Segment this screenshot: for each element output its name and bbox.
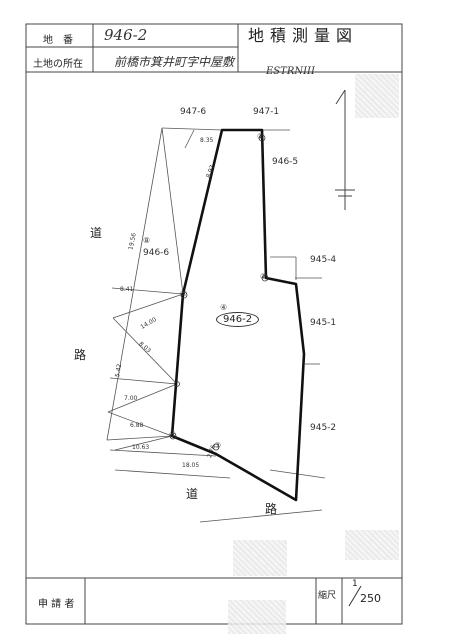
lot-number-label: 地 番 bbox=[43, 35, 73, 46]
vertex-label: ③ bbox=[214, 441, 222, 450]
seal-stamp bbox=[355, 74, 399, 118]
applicant-label: 申 請 者 bbox=[38, 599, 75, 610]
seal-stamp bbox=[345, 530, 399, 560]
handwritten-code: ESTRNIII bbox=[266, 66, 315, 77]
scale-label: 縮尺 bbox=[318, 591, 337, 601]
dimension-label: 7.00 bbox=[124, 395, 138, 402]
dimension-label: 6.88 bbox=[130, 422, 144, 429]
lot-label-947-1: 947-1 bbox=[253, 107, 280, 117]
lot-label-945-4: 945-4 bbox=[310, 255, 337, 265]
drawing-title: 地積測量図 bbox=[248, 26, 359, 45]
dimension-label: 18.05 bbox=[182, 462, 200, 469]
vertex-label: ⑥ bbox=[169, 430, 177, 439]
road-label: 道 bbox=[186, 487, 199, 501]
lot-label-946-6: 946-6 bbox=[143, 248, 170, 258]
north-arrow-icon bbox=[335, 89, 355, 210]
main-lot-label: 946-2 bbox=[216, 312, 260, 327]
lot-label-945-1: 945-1 bbox=[310, 318, 337, 328]
dimension-label: 8.41 bbox=[120, 286, 134, 293]
scale-denominator: 250 bbox=[360, 592, 381, 605]
road-label: 道 bbox=[90, 226, 103, 240]
seal-stamp bbox=[228, 600, 286, 634]
main-lot-boundary bbox=[170, 128, 306, 502]
vertex-label: ⑧ bbox=[143, 236, 151, 245]
vertex-label: ⑤ bbox=[180, 289, 188, 298]
road-label: 路 bbox=[265, 502, 278, 516]
vertex-label: ① bbox=[257, 132, 265, 141]
dimension-label: 8.35 bbox=[200, 137, 214, 144]
scale-numerator: 1 bbox=[352, 579, 358, 589]
vertex-label: ④ bbox=[220, 303, 228, 312]
scale-slash bbox=[348, 585, 362, 607]
location-value: 前橋市箕井町字中屋敷 bbox=[114, 55, 235, 69]
dimension-label: 10.63 bbox=[132, 444, 150, 451]
road-label: 路 bbox=[74, 348, 87, 362]
seal-stamp bbox=[233, 540, 287, 576]
location-label: 土地の所在 bbox=[33, 59, 83, 70]
lot-label-947-6: 947-6 bbox=[180, 107, 207, 117]
adjacent-boundaries bbox=[106, 127, 326, 523]
lot-number-value: 946-2 bbox=[104, 26, 148, 44]
lot-label-946-5: 946-5 bbox=[272, 157, 299, 167]
vertex-label: ② bbox=[260, 272, 268, 281]
lot-label-945-2: 945-2 bbox=[310, 423, 337, 433]
